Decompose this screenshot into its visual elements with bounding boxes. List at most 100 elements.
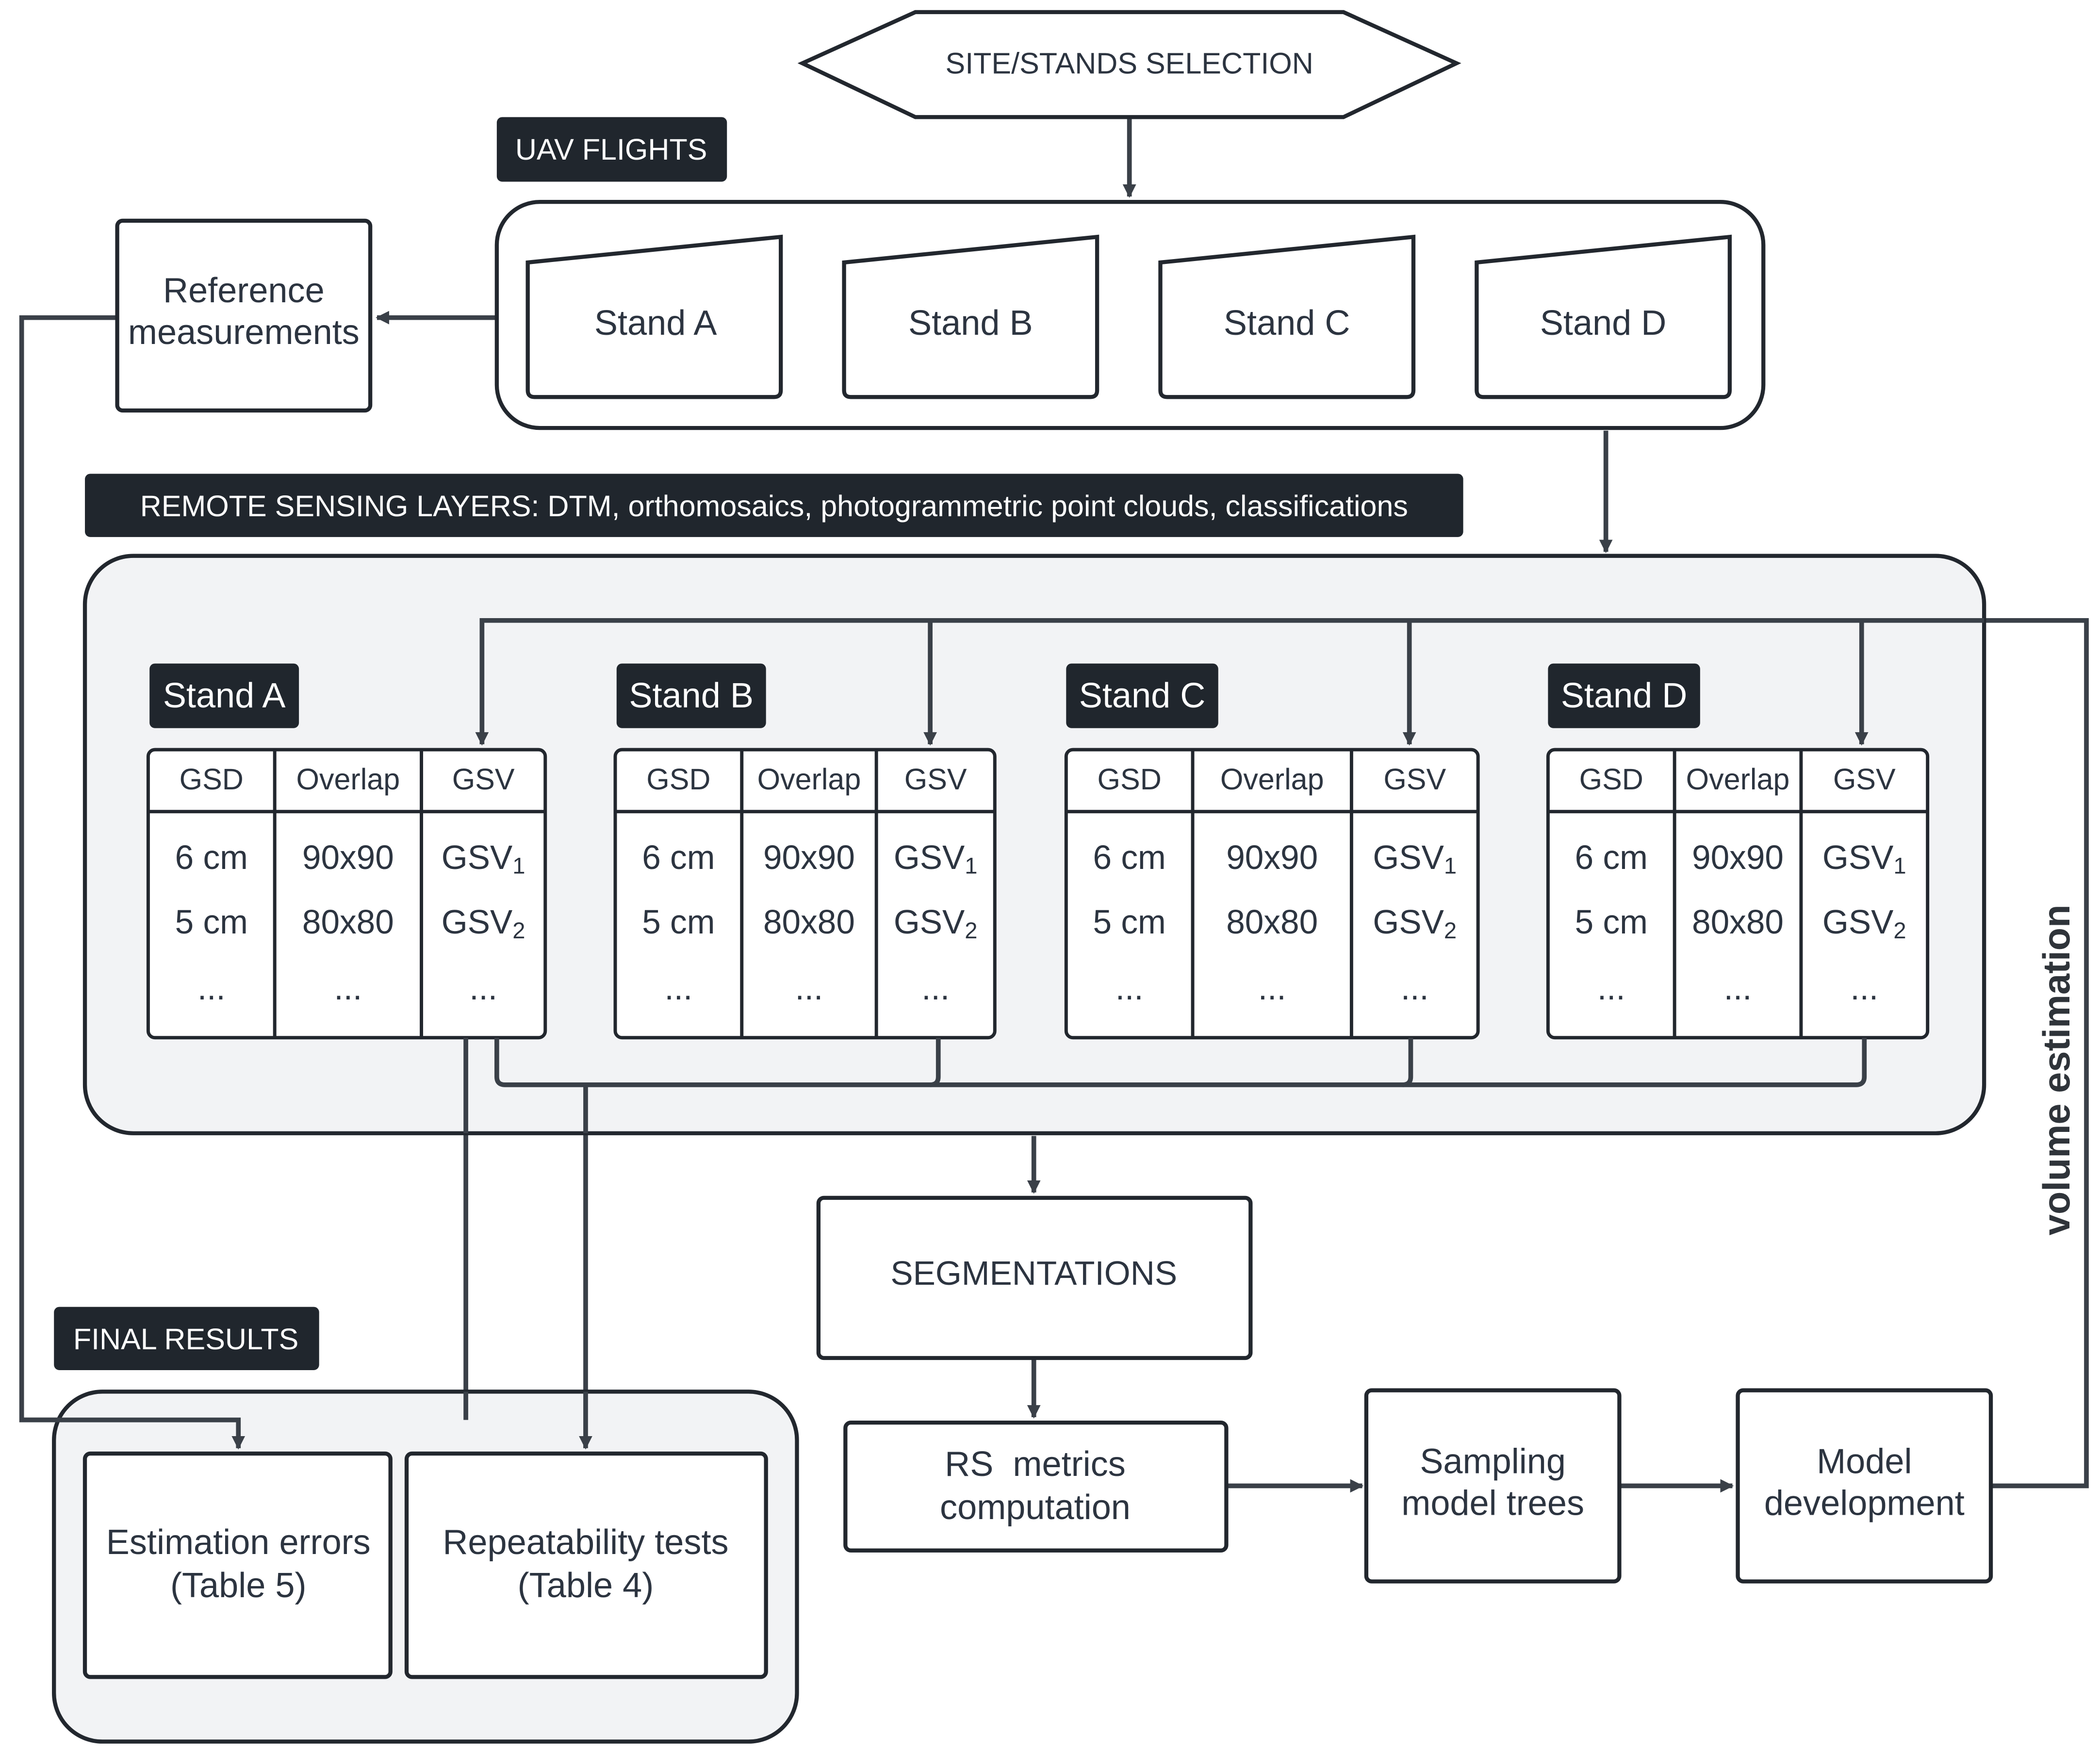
stand-b-gsv-cell: GSV2 bbox=[894, 903, 978, 943]
segmentations-label: SEGMENTATIONS bbox=[890, 1254, 1177, 1292]
stand-d-badge-label: Stand D bbox=[1561, 676, 1688, 715]
stand-b-header-gsv: GSV bbox=[904, 763, 967, 796]
stand-d-header-gsv: GSV bbox=[1833, 763, 1896, 796]
stand-d-gsd-cell: 6 cm bbox=[1575, 838, 1648, 876]
connectors-final bbox=[21, 1391, 592, 1450]
stand-d-overlap-cell: 80x80 bbox=[1692, 903, 1784, 941]
stand-b-gsd-cell: 5 cm bbox=[642, 903, 715, 941]
reference-line2: measurements bbox=[128, 313, 360, 352]
stand-d-overlap-cell: ... bbox=[1724, 969, 1752, 1007]
stand-a-gsv-cell: GSV1 bbox=[442, 838, 525, 878]
uav-stand-d-label: Stand D bbox=[1540, 304, 1667, 343]
stand-c-header-gsv: GSV bbox=[1383, 763, 1446, 796]
uav-flights-group: Stand A Stand B Stand C Stand D bbox=[494, 199, 1766, 430]
stand-c-gsv-cell: ... bbox=[1401, 969, 1429, 1007]
stand-a-gsd-cell: ... bbox=[197, 969, 226, 1007]
site-selection-label: SITE/STANDS SELECTION bbox=[946, 47, 1313, 80]
stand-a-overlap-cell: 80x80 bbox=[302, 903, 394, 941]
uav-stand-b: Stand B bbox=[842, 234, 1099, 399]
stand-b-gsd-cell: 6 cm bbox=[642, 838, 715, 876]
stand-a-overlap-cell: ... bbox=[334, 969, 362, 1007]
stand-b-gsv-cell: GSV1 bbox=[894, 838, 978, 878]
stand-c-table bbox=[1064, 748, 1480, 1040]
model-box: Model development bbox=[1736, 1388, 1993, 1584]
uav-stand-c: Stand C bbox=[1158, 234, 1416, 399]
stand-a-header-gsd: GSD bbox=[180, 763, 244, 796]
stand-b-badge bbox=[616, 663, 766, 728]
stand-b-header-gsd: GSD bbox=[646, 763, 710, 796]
stand-a-table bbox=[146, 748, 547, 1040]
stand-c-gsv-cell: GSV2 bbox=[1373, 903, 1457, 943]
stand-panel-d: Stand D GSD Overlap GSV 6 cm 5 cm... 90x90 80x8… bbox=[1546, 663, 1930, 1040]
errors-line1: Estimation errors bbox=[106, 1523, 371, 1562]
rs-layers-group bbox=[82, 554, 1986, 1135]
rs-layers-badge: REMOTE SENSING LAYERS: DTM, orthomosaics… bbox=[85, 474, 1463, 537]
rs-metrics-line1: RS metrics bbox=[945, 1445, 1126, 1484]
final-results-badge: FINAL RESULTS bbox=[54, 1307, 319, 1370]
stand-c-gsv-cell: GSV1 bbox=[1373, 838, 1457, 878]
stand-b-gsd-cell: ... bbox=[664, 969, 692, 1007]
stand-b-badge-label: Stand B bbox=[629, 676, 754, 715]
volume-estimation-label: volume estimation bbox=[2036, 904, 2078, 1235]
uav-flights-badge: UAV FLIGHTS bbox=[496, 117, 727, 182]
stand-c-badge bbox=[1066, 663, 1218, 728]
stand-a-header-gsv: GSV bbox=[452, 763, 515, 796]
stand-d-gsd-cell: ... bbox=[1597, 969, 1625, 1007]
stand-d-gsd-cell: 5 cm bbox=[1575, 903, 1648, 941]
stand-panel-b: Stand B GSD Overlap GSV 6 cm 5 cm... 90x90 80x8… bbox=[613, 663, 997, 1040]
stand-c-overlap-cell: 80x80 bbox=[1226, 903, 1318, 941]
stand-b-header-overlap: Overlap bbox=[757, 763, 861, 796]
rs-metrics-box: RS metrics computation bbox=[843, 1420, 1229, 1553]
stand-d-gsv-cell: GSV2 bbox=[1822, 903, 1906, 943]
stand-d-gsv-cell: GSV1 bbox=[1822, 838, 1906, 878]
stand-a-gsd-cell: 5 cm bbox=[175, 903, 248, 941]
reference-line1: Reference bbox=[163, 271, 325, 310]
reference-measurements: Reference measurements bbox=[115, 218, 373, 413]
model-line1: Model bbox=[1817, 1442, 1912, 1481]
model-line2: development bbox=[1764, 1484, 1965, 1523]
stand-b-overlap-cell: 80x80 bbox=[763, 903, 855, 941]
stand-b-overlap-cell: 90x90 bbox=[763, 838, 855, 876]
stand-b-gsv-cell: ... bbox=[921, 969, 950, 1007]
stand-c-overlap-cell: 90x90 bbox=[1226, 838, 1318, 876]
uav-flights-label: UAV FLIGHTS bbox=[515, 133, 707, 166]
stand-c-gsd-cell: ... bbox=[1116, 969, 1144, 1007]
sampling-line1: Sampling bbox=[1420, 1442, 1566, 1481]
uav-stand-d: Stand D bbox=[1475, 234, 1732, 399]
stand-c-gsd-cell: 6 cm bbox=[1093, 838, 1166, 876]
stand-a-badge bbox=[149, 663, 299, 728]
rs-layers-label: REMOTE SENSING LAYERS: DTM, orthomosaics… bbox=[140, 490, 1408, 523]
stand-d-gsv-cell: ... bbox=[1850, 969, 1878, 1007]
repeat-line1: Repeatability tests bbox=[443, 1523, 728, 1562]
rs-metrics-line2: computation bbox=[940, 1488, 1131, 1527]
stand-c-header-gsd: GSD bbox=[1098, 763, 1162, 796]
stand-b-table bbox=[613, 748, 997, 1040]
stand-c-badge-label: Stand C bbox=[1079, 676, 1206, 715]
uav-stand-c-label: Stand C bbox=[1224, 304, 1350, 343]
estimation-errors-box: Estimation errors (Table 5) bbox=[82, 1451, 393, 1679]
stand-panel-c: Stand C GSD Overlap GSV 6 cm 5 cm... 90x90 80x8… bbox=[1064, 663, 1480, 1040]
sampling-box: Sampling model trees bbox=[1364, 1388, 1622, 1584]
stand-d-header-overlap: Overlap bbox=[1686, 763, 1790, 796]
uav-stand-a: Stand A bbox=[525, 234, 783, 399]
stand-a-header-overlap: Overlap bbox=[296, 763, 400, 796]
stand-a-gsd-cell: 6 cm bbox=[175, 838, 248, 876]
uav-stand-b-label: Stand B bbox=[908, 304, 1033, 343]
errors-line2: (Table 5) bbox=[170, 1566, 307, 1605]
stand-a-badge-label: Stand A bbox=[163, 676, 286, 715]
stand-a-gsv-cell: GSV2 bbox=[442, 903, 525, 943]
stand-c-header-overlap: Overlap bbox=[1220, 763, 1324, 796]
stand-a-gsv-cell: ... bbox=[469, 969, 497, 1007]
stand-d-badge bbox=[1548, 663, 1700, 728]
stand-d-overlap-cell: 90x90 bbox=[1692, 838, 1784, 876]
stand-d-table bbox=[1546, 748, 1930, 1040]
uav-stand-a-label: Stand A bbox=[594, 304, 717, 343]
stand-d-header-gsd: GSD bbox=[1579, 763, 1643, 796]
segmentations-box: SEGMENTATIONS bbox=[816, 1195, 1253, 1360]
final-results-label: FINAL RESULTS bbox=[73, 1323, 299, 1356]
stand-c-gsd-cell: 5 cm bbox=[1093, 903, 1166, 941]
connectors-over-group bbox=[463, 618, 1985, 1133]
repeat-line2: (Table 4) bbox=[518, 1566, 654, 1605]
